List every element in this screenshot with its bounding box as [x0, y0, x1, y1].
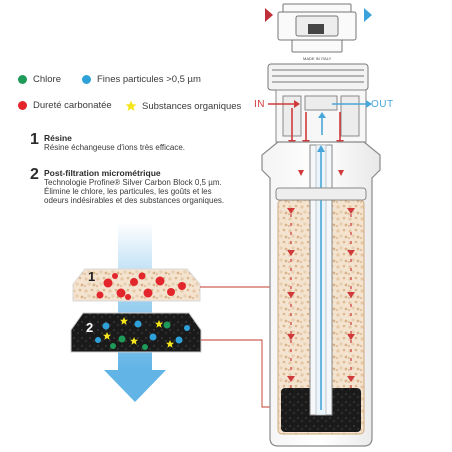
filter-housing: [262, 142, 380, 446]
flow-arrow-down: [104, 222, 166, 402]
layer-1-label: 1: [88, 269, 95, 284]
in-arrow-icon: [265, 8, 273, 22]
cap-text: MADE IN ITALY: [303, 56, 332, 61]
layer-2-label: 2: [86, 320, 93, 335]
collar: [268, 64, 368, 90]
out-label: OUT: [371, 99, 394, 110]
out-arrow-icon: [364, 8, 372, 22]
valve-head: [278, 4, 356, 52]
in-label: IN: [254, 99, 265, 110]
